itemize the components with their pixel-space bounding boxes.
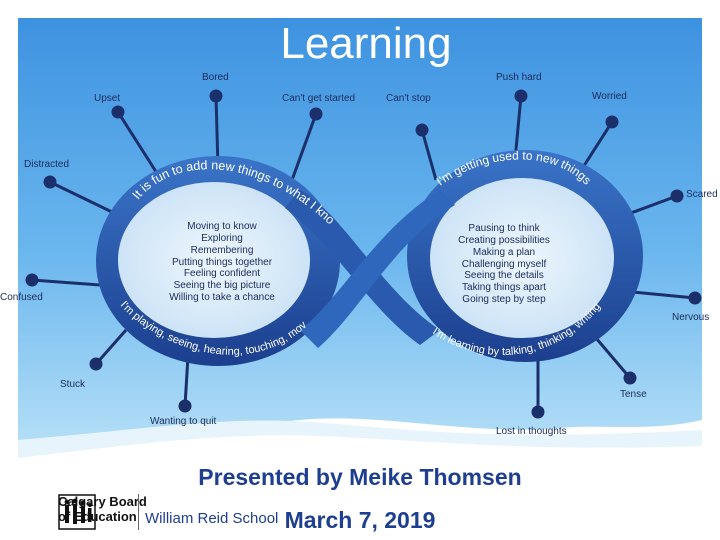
left-loop-item: Exploring: [201, 233, 243, 244]
label-cant-stop: Can't stop: [386, 93, 431, 104]
label-tense: Tense: [620, 389, 647, 400]
right-loop-item: Creating possibilities: [458, 235, 550, 246]
label-worried: Worried: [592, 91, 627, 102]
board-name-line2: of Education: [58, 509, 137, 524]
left-loop-item: Seeing the big picture: [174, 280, 271, 291]
right-loop-item: Making a plan: [473, 247, 535, 258]
label-confused: Confused: [0, 292, 43, 303]
feeling-labels: Bored Upset Can't get started Can't stop…: [0, 72, 718, 437]
calgary-board-logo-icon: [58, 494, 96, 530]
label-wanting-to-quit: Wanting to quit: [150, 416, 217, 427]
label-distracted: Distracted: [24, 159, 69, 170]
right-loop-item: Taking things apart: [462, 282, 546, 293]
presenter-line: Presented by Meike Thomsen: [198, 464, 522, 490]
right-loop-item: Going step by step: [462, 294, 546, 305]
right-loop-item: Challenging myself: [462, 259, 547, 270]
right-loop-item: Pausing to think: [468, 223, 540, 234]
label-lost-in-thoughts: Lost in thoughts: [496, 426, 567, 437]
left-loop-item: Feeling confident: [184, 268, 260, 279]
label-scared: Scared: [686, 189, 718, 200]
label-stuck: Stuck: [60, 379, 86, 390]
right-loop-list: Pausing to think Creating possibilities …: [458, 223, 550, 305]
label-bored: Bored: [202, 72, 229, 83]
board-name: Calgary Board of Education: [58, 494, 147, 524]
presentation-date: March 7, 2019: [284, 507, 436, 533]
label-nervous: Nervous: [672, 312, 709, 323]
left-loop-item: Moving to know: [187, 221, 257, 232]
slide-title: Learning: [280, 19, 451, 68]
left-loop-item: Putting things together: [172, 257, 273, 268]
infinity-band: [96, 150, 643, 366]
school-name: William Reid School: [145, 510, 279, 527]
logo-divider: [138, 494, 139, 530]
wave-highlight: [18, 420, 702, 458]
right-loop-item: Seeing the details: [464, 270, 544, 281]
left-loop-item: Willing to take a chance: [169, 292, 275, 303]
left-loop-item: Remembering: [191, 245, 254, 256]
label-upset: Upset: [94, 93, 120, 104]
label-cant-get-started: Can't get started: [282, 93, 355, 104]
left-loop-list: Moving to know Exploring Remembering Put…: [169, 221, 275, 303]
label-push-hard: Push hard: [496, 72, 542, 83]
connectors: [25, 89, 702, 419]
board-name-line1: Calgary Board: [58, 494, 147, 509]
